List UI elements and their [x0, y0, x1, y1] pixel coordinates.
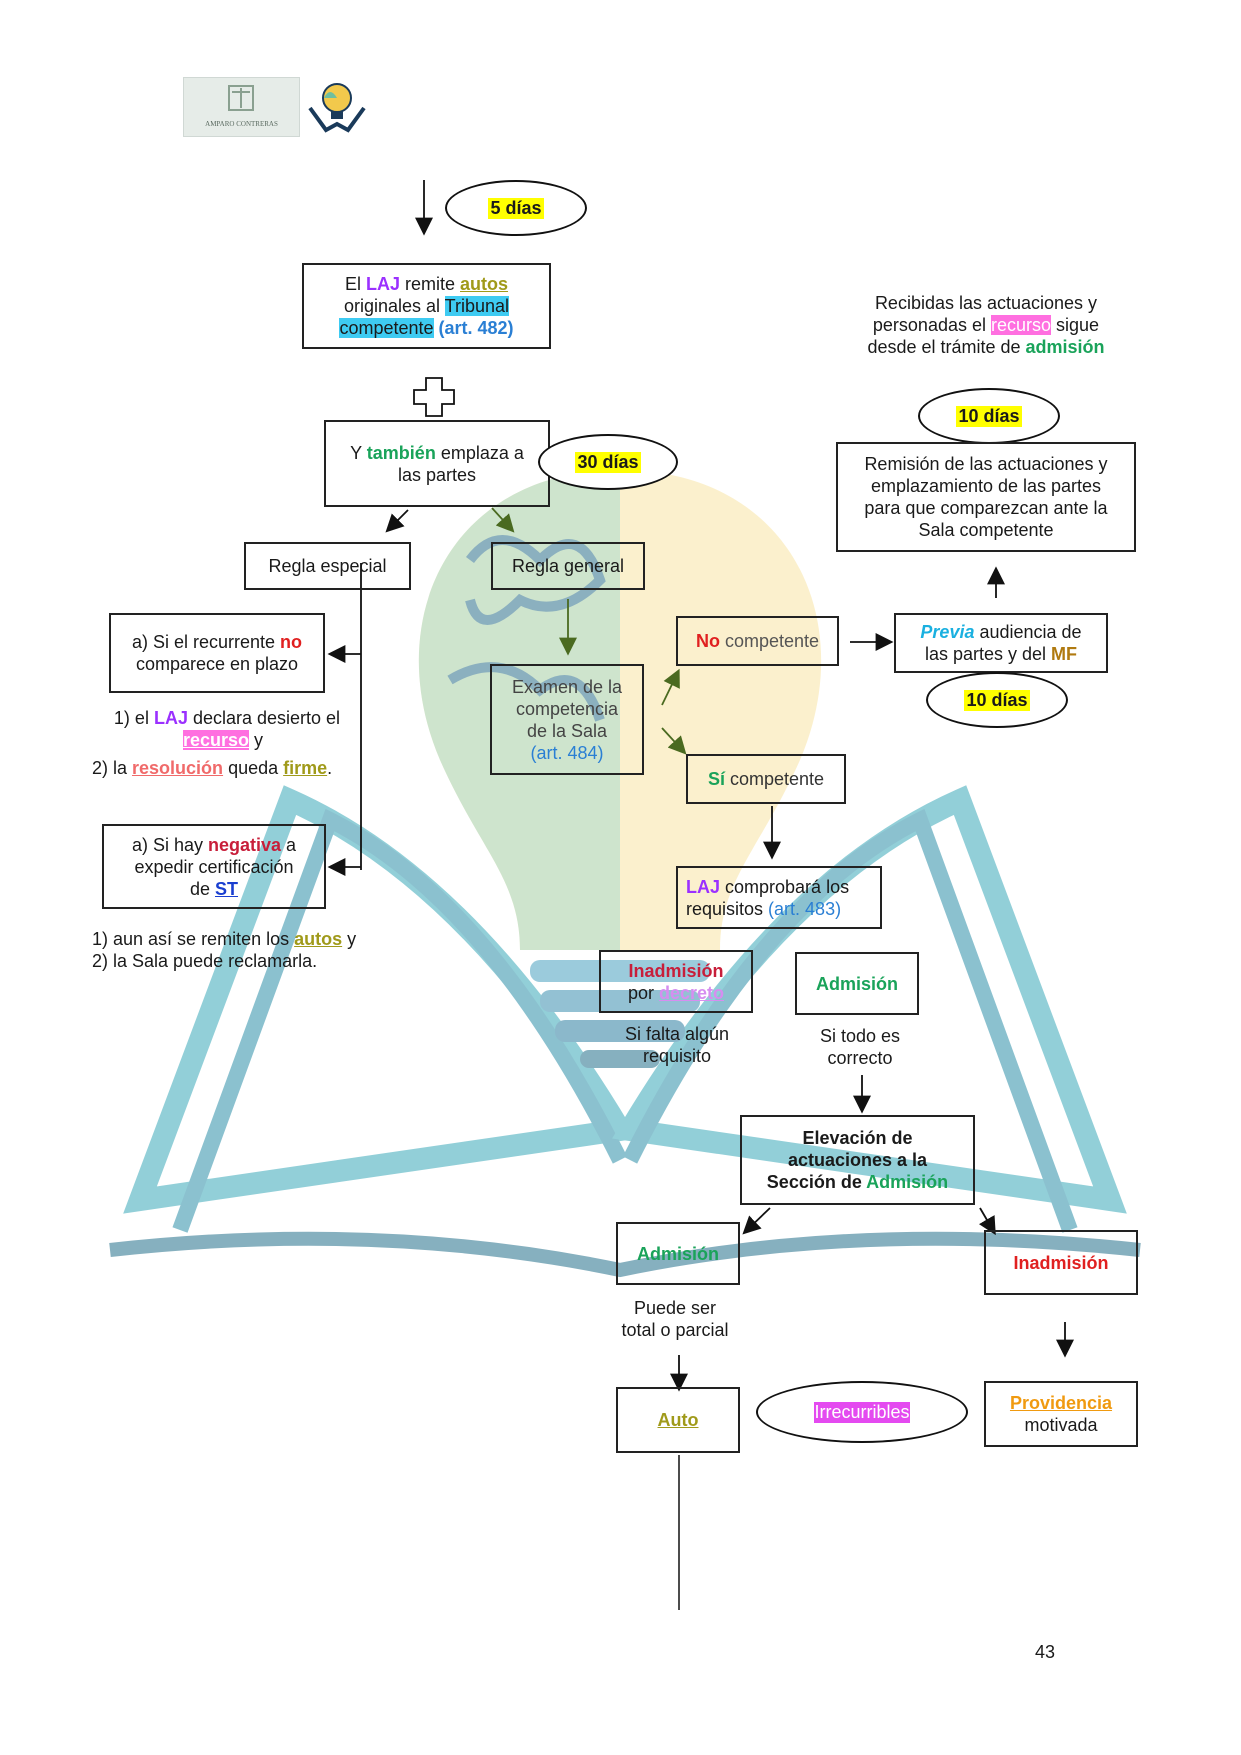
box-inadmision-por-decreto: Inadmisión por decreto	[599, 950, 753, 1013]
label-10-dias: 10 días	[956, 405, 1022, 427]
ellipse-10-dias-audiencia: 10 días	[926, 672, 1068, 728]
box-no-competente: No competente	[676, 616, 839, 666]
term-autos: autos	[460, 274, 509, 294]
term-mf: MF	[1051, 644, 1078, 664]
box-remision-actuaciones: Remisión de las actuaciones y emplazamie…	[836, 442, 1136, 552]
box-no-comparece: a) Si el recurrente no comparece en plaz…	[109, 613, 325, 693]
term-laj: LAJ	[365, 274, 400, 294]
text-puede-ser-total-parcial: Puede ser total o parcial	[621, 1298, 729, 1340]
label-30-dias: 30 días	[575, 451, 641, 473]
text-si-todo-correcto: Si todo es correcto	[819, 1026, 901, 1068]
header-logo-box: AMPARO CONTRERAS	[183, 77, 300, 137]
term-decreto: decreto	[659, 982, 725, 1003]
term-admision: admisión	[1025, 337, 1105, 357]
box-previa-audiencia: Previa audiencia de las partes y del MF	[894, 613, 1108, 673]
box-examen-competencia: Examen de la competencia de la Sala (art…	[490, 664, 644, 775]
ellipse-5-dias: 5 días	[445, 180, 587, 236]
label-5-dias: 5 días	[488, 197, 544, 219]
term-inadmision: Inadmisión	[628, 960, 724, 981]
term-tribunal: Tribunal	[444, 296, 510, 316]
box-si-competente: Sí competente	[686, 754, 846, 804]
box-laj-comprobara-requisitos: LAJ comprobará los requisitos (art. 483)	[676, 866, 882, 929]
term-resolucion: resolución	[132, 758, 224, 778]
box-admision-seccion: Admisión	[616, 1222, 740, 1285]
term-recurso: recurso	[991, 315, 1052, 335]
term-autos: autos	[294, 929, 343, 949]
term-laj: LAJ	[686, 876, 721, 897]
label-irrecurribles: Irrecurribles	[814, 1401, 910, 1423]
lightbulb-book-logo-icon	[308, 83, 366, 133]
box-inadmision-seccion: Inadmisión	[984, 1230, 1138, 1295]
text-sala-reclamarla: 1) aun así se remiten los autos y 2) la …	[92, 929, 357, 971]
term-art-484: (art. 484)	[530, 742, 604, 763]
term-st: ST	[215, 878, 239, 899]
page-number: 43	[1035, 1642, 1056, 1662]
text-recibidas-actuaciones: Recibidas las actuaciones y personadas e…	[867, 293, 1105, 357]
term-laj: LAJ	[153, 708, 188, 728]
term-providencia: Providencia	[1009, 1393, 1113, 1413]
box-admision: Admisión	[795, 952, 919, 1015]
scales-logo-icon	[228, 85, 254, 111]
term-recurso: recurso	[182, 730, 250, 750]
term-firme: firme	[283, 758, 328, 778]
term-negativa: negativa	[208, 834, 282, 855]
box-regla-general: Regla general	[491, 542, 645, 590]
term-art-483: (art. 483)	[768, 898, 842, 919]
term-tambien: también	[366, 442, 436, 463]
text-si-falta-requisito: Si falta algún requisito	[624, 1024, 730, 1066]
text-laj-declara-desierto: 1) el LAJ declara desierto el recurso y …	[92, 708, 341, 778]
term-admision: Admisión	[866, 1172, 949, 1192]
term-auto: Auto	[657, 1410, 699, 1430]
term-si: Sí	[707, 769, 725, 789]
ellipse-10-dias-remision: 10 días	[918, 388, 1060, 444]
box-elevacion-actuaciones: Elevación de actuaciones a la Sección de…	[740, 1115, 975, 1205]
ellipse-irrecurribles: Irrecurribles	[756, 1381, 968, 1443]
header-logo-text: AMPARO CONTRERAS	[205, 120, 278, 128]
term-no: no	[280, 632, 303, 652]
term-art-482: (art. 482)	[433, 318, 514, 338]
box-tambien-emplaza: Y también emplaza a las partes	[324, 420, 550, 507]
box-providencia-motivada: Providencia motivada	[984, 1381, 1138, 1447]
box-auto: Auto	[616, 1387, 740, 1453]
term-competente: competente	[339, 318, 434, 338]
box-negativa-certificacion: a) Si hay negativa a expedir certificaci…	[102, 824, 326, 909]
box-laj-remite-autos: El LAJ remite autos originales al Tribun…	[302, 263, 551, 349]
term-no: No	[695, 631, 720, 651]
ellipse-30-dias: 30 días	[538, 434, 678, 490]
box-regla-especial: Regla especial	[244, 542, 411, 590]
term-previa: Previa	[920, 622, 975, 642]
label-10-dias: 10 días	[964, 689, 1030, 711]
